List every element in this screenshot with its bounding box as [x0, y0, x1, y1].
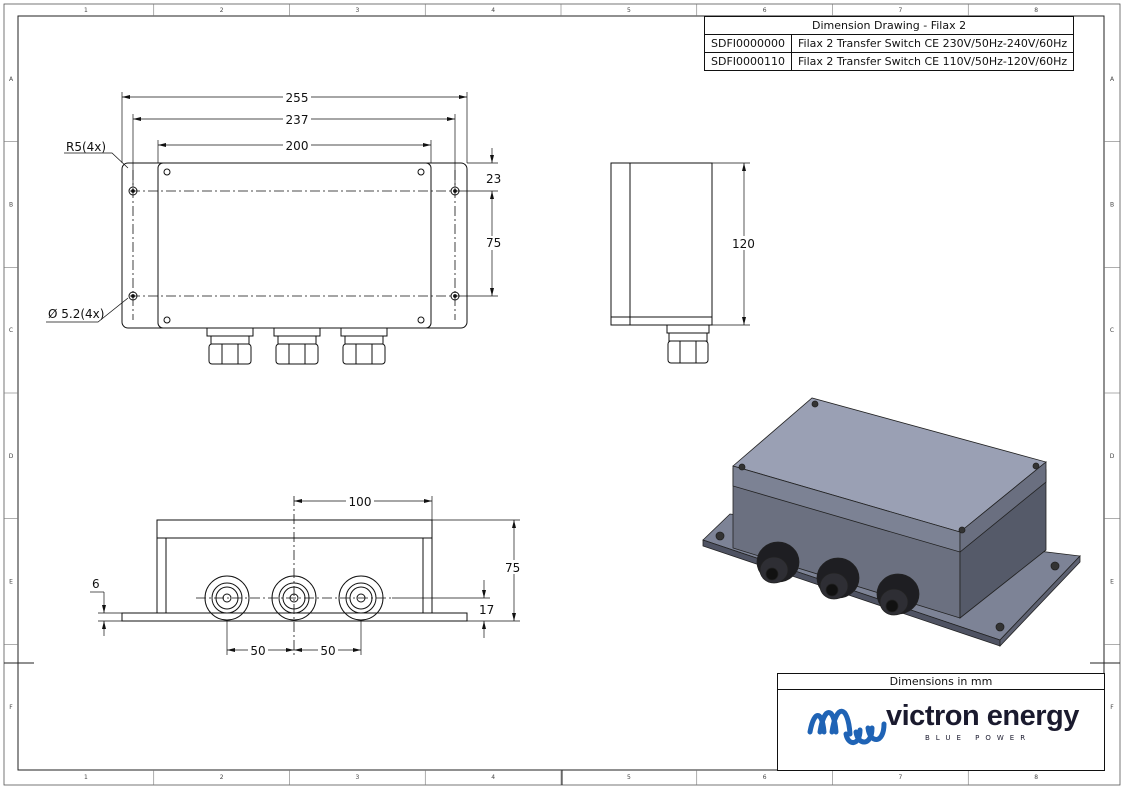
cable-gland-front [271, 575, 317, 621]
lid-screw [163, 168, 171, 176]
zone-label: 4 [491, 7, 495, 14]
part-code: SDFI0000000 [703, 34, 793, 53]
zone-label: 7 [898, 7, 902, 14]
zone-label: 5 [627, 7, 631, 14]
victron-wave-icon [807, 708, 887, 745]
inner-border [17, 15, 1105, 771]
units-note: Dimensions in mm [778, 674, 1104, 690]
side-view [610, 162, 750, 364]
zone-label: C [1110, 327, 1114, 334]
lid-screw [163, 316, 171, 324]
brand-name: victron energy [886, 700, 1079, 732]
note-block: Dimensions in mm victron energy BLUE POW… [777, 673, 1105, 771]
part-description: Filax 2 Transfer Switch CE 230V/50Hz-240… [791, 34, 1075, 53]
side-body [610, 162, 713, 326]
note-radius: R5(4x) [66, 140, 106, 154]
cable-gland [206, 327, 254, 365]
dim-hole-vertical: 75 [486, 236, 501, 250]
zone-label: 6 [763, 774, 767, 781]
outer-border [3, 3, 1121, 786]
front-body [156, 519, 433, 614]
dim-gland-pitch-right: 50 [320, 644, 335, 658]
dim-lid-width: 200 [286, 139, 309, 153]
zone-label: 7 [898, 774, 902, 781]
note-hole-diameter: Ø 5.2(4x) [48, 307, 104, 321]
brand-tagline: BLUE POWER [925, 734, 1032, 742]
zone-label: B [9, 202, 13, 209]
zone-label: D [1110, 453, 1115, 460]
lid-screw [417, 168, 425, 176]
zone-label: 6 [763, 7, 767, 14]
zone-label: 1 [84, 7, 88, 14]
zone-label: 1 [84, 774, 88, 781]
front-view [90, 496, 520, 655]
zone-label: C [9, 327, 13, 334]
dim-gland-pitch-left: 50 [250, 644, 265, 658]
lid-screw [417, 316, 425, 324]
title-block: Dimension Drawing - Filax 2 SDFI0000000 … [703, 16, 1075, 71]
top-view [46, 92, 498, 365]
zone-label: 4 [491, 774, 495, 781]
zone-label: 8 [1034, 7, 1038, 14]
part-code: SDFI0000110 [703, 52, 793, 71]
isometric-view [702, 397, 1081, 647]
zone-label: F [9, 704, 13, 711]
iso-gland [816, 557, 860, 600]
dim-front-height: 75 [505, 561, 520, 575]
zone-label: E [9, 579, 13, 586]
lid-outline [157, 162, 432, 329]
zone-label: 2 [220, 774, 224, 781]
zone-label: E [1110, 579, 1114, 586]
zone-label: A [9, 76, 14, 83]
zone-label: 8 [1034, 774, 1038, 781]
zone-label: 5 [627, 774, 631, 781]
base-plate [121, 162, 468, 329]
zone-label: D [9, 453, 14, 460]
table-row: SDFI0000110 Filax 2 Transfer Switch CE 1… [703, 52, 1075, 71]
mount-hole [128, 291, 138, 301]
zone-label: 3 [355, 774, 359, 781]
cable-gland [273, 327, 321, 365]
cable-gland [340, 327, 388, 365]
zone-label: 2 [220, 7, 224, 14]
part-description: Filax 2 Transfer Switch CE 110V/50Hz-120… [791, 52, 1075, 71]
zone-label: F [1110, 704, 1114, 711]
cable-gland [666, 324, 710, 364]
dim-gland-height: 17 [479, 603, 494, 617]
dim-gland-center-spacing: 100 [349, 495, 372, 509]
dim-overall-width: 255 [286, 91, 309, 105]
dim-top-offset: 23 [486, 172, 501, 186]
iso-gland [876, 573, 920, 616]
zone-label: 3 [355, 7, 359, 14]
zone-label: B [1110, 202, 1114, 209]
drawing-title: Dimension Drawing - Filax 2 [703, 16, 1075, 35]
victron-logo: victron energy BLUE POWER [806, 700, 1079, 752]
zone-label: A [1110, 76, 1115, 83]
dim-flange-thickness: 6 [92, 577, 100, 591]
dim-hole-spacing: 237 [286, 113, 309, 127]
table-row: SDFI0000000 Filax 2 Transfer Switch CE 2… [703, 34, 1075, 53]
dim-side-height: 120 [732, 237, 755, 251]
iso-gland [756, 541, 800, 584]
